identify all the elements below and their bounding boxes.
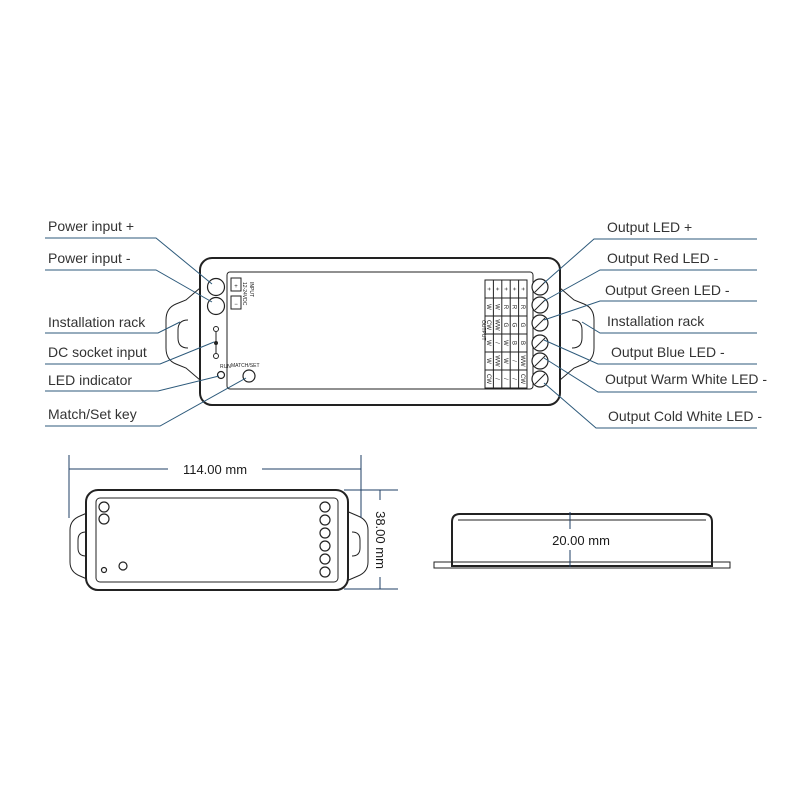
top-view: [69, 489, 369, 591]
label-dc-socket: DC socket input: [48, 344, 147, 360]
input-voltage: 12-24VDC: [241, 282, 247, 306]
output-table-cell: CW: [485, 374, 491, 384]
minus-marker-box: [230, 295, 242, 310]
top-view-input-plus: [98, 501, 110, 513]
minus-marker: −: [234, 302, 238, 308]
output-label: OUTPUT: [480, 320, 486, 341]
dc-socket-top: [213, 326, 219, 332]
label-match-key: Match/Set key: [48, 406, 137, 422]
side-view-base-plate: [433, 561, 731, 569]
output-table-cell: W: [494, 304, 500, 310]
output-table-cell: /: [510, 378, 516, 380]
output-table-cell: CW: [485, 320, 491, 330]
top-view-housing: [85, 489, 349, 591]
output-table-cell: R: [502, 305, 508, 310]
device-panel: [226, 271, 534, 390]
output-table-cell: +: [502, 287, 508, 291]
label-out-warm: Output Warm White LED -: [605, 371, 767, 387]
output-table-cell: +: [485, 287, 491, 291]
side-view: [433, 512, 731, 569]
output-table-cell: B: [519, 341, 525, 345]
output-table-cell: WW: [494, 355, 500, 367]
output-table-cell: G: [519, 323, 525, 328]
match-set-key[interactable]: [242, 369, 256, 383]
top-view-left-slot: [77, 531, 87, 557]
top-view-right-slot: [351, 531, 361, 557]
output-table-cell: W: [502, 340, 508, 346]
left-leaders: [45, 237, 247, 427]
output-table-cell: G: [510, 323, 516, 328]
top-view-out-2: [319, 514, 331, 526]
output-table-cell: B: [510, 341, 516, 345]
length-value: 114.00 mm: [183, 462, 247, 477]
label-out-red: Output Red LED -: [607, 250, 719, 266]
run-label: RUN: [220, 364, 231, 370]
match-set-label: MATCH/SET: [231, 363, 260, 369]
device-housing: [199, 257, 561, 406]
output-table-cell: +: [510, 287, 516, 291]
right-mounting-ear: [559, 287, 595, 381]
output-table-cell: WW: [494, 319, 500, 331]
power-minus-terminal: [206, 296, 226, 316]
width-value: 38.00 mm: [373, 511, 388, 569]
top-view-input-minus: [98, 513, 110, 525]
label-led-indicator: LED indicator: [48, 372, 132, 388]
top-view-panel: [95, 497, 339, 583]
plus-marker: +: [234, 284, 238, 290]
run-led[interactable]: [216, 370, 226, 380]
dc-socket-pin: [214, 341, 218, 345]
top-view-right-ear: [343, 509, 369, 583]
right-mounting-slot: [571, 319, 583, 349]
top-view-left-ear: [69, 509, 95, 583]
output-table-cell: +: [494, 287, 500, 291]
width-dimension: [344, 489, 398, 590]
label-out-plus: Output LED +: [607, 219, 692, 235]
output-table-cell: W: [485, 358, 491, 364]
terminal-slots: [534, 281, 546, 385]
label-power-plus: Power input +: [48, 218, 134, 234]
top-view-out-5: [319, 553, 331, 565]
input-label: INPUT: [248, 282, 254, 297]
output-table-cell: R: [519, 305, 525, 310]
top-view-out-4: [319, 540, 331, 552]
output-table-cell: W: [485, 340, 491, 346]
top-view-out-1: [319, 501, 331, 513]
output-table-cell: WW: [519, 355, 525, 367]
top-view-run-led: [100, 566, 108, 574]
label-out-cold: Output Cold White LED -: [608, 408, 762, 424]
left-mounting-slot: [177, 319, 189, 349]
side-view-housing: [451, 513, 713, 567]
right-leaders: [543, 238, 757, 429]
dc-socket-bottom: [213, 353, 219, 359]
plus-marker-box: [230, 277, 242, 292]
height-value: 20.00 mm: [552, 533, 610, 548]
output-table-cell: +: [519, 287, 525, 291]
power-plus-terminal: [206, 277, 226, 297]
label-out-green: Output Green LED -: [605, 282, 730, 298]
output-table-cell: CW: [519, 374, 525, 384]
label-install-rack-right: Installation rack: [607, 313, 705, 329]
output-table-cell: /: [502, 378, 508, 380]
output-table-cell: R: [510, 305, 516, 310]
output-table-cell: /: [510, 360, 516, 362]
top-view-out-6: [319, 566, 331, 578]
top-view-out-3: [319, 527, 331, 539]
top-view-key: [118, 561, 128, 571]
output-table-cell: G: [502, 323, 508, 328]
label-out-blue: Output Blue LED -: [611, 344, 725, 360]
label-power-minus: Power input -: [48, 250, 131, 266]
output-table-cell: /: [494, 378, 500, 380]
output-table-cell: W: [502, 358, 508, 364]
output-table-cell: /: [494, 342, 500, 344]
label-install-rack-left: Installation rack: [48, 314, 146, 330]
output-table-cell: W: [485, 304, 491, 310]
left-mounting-ear: [165, 287, 201, 381]
length-dimension: [68, 455, 362, 518]
